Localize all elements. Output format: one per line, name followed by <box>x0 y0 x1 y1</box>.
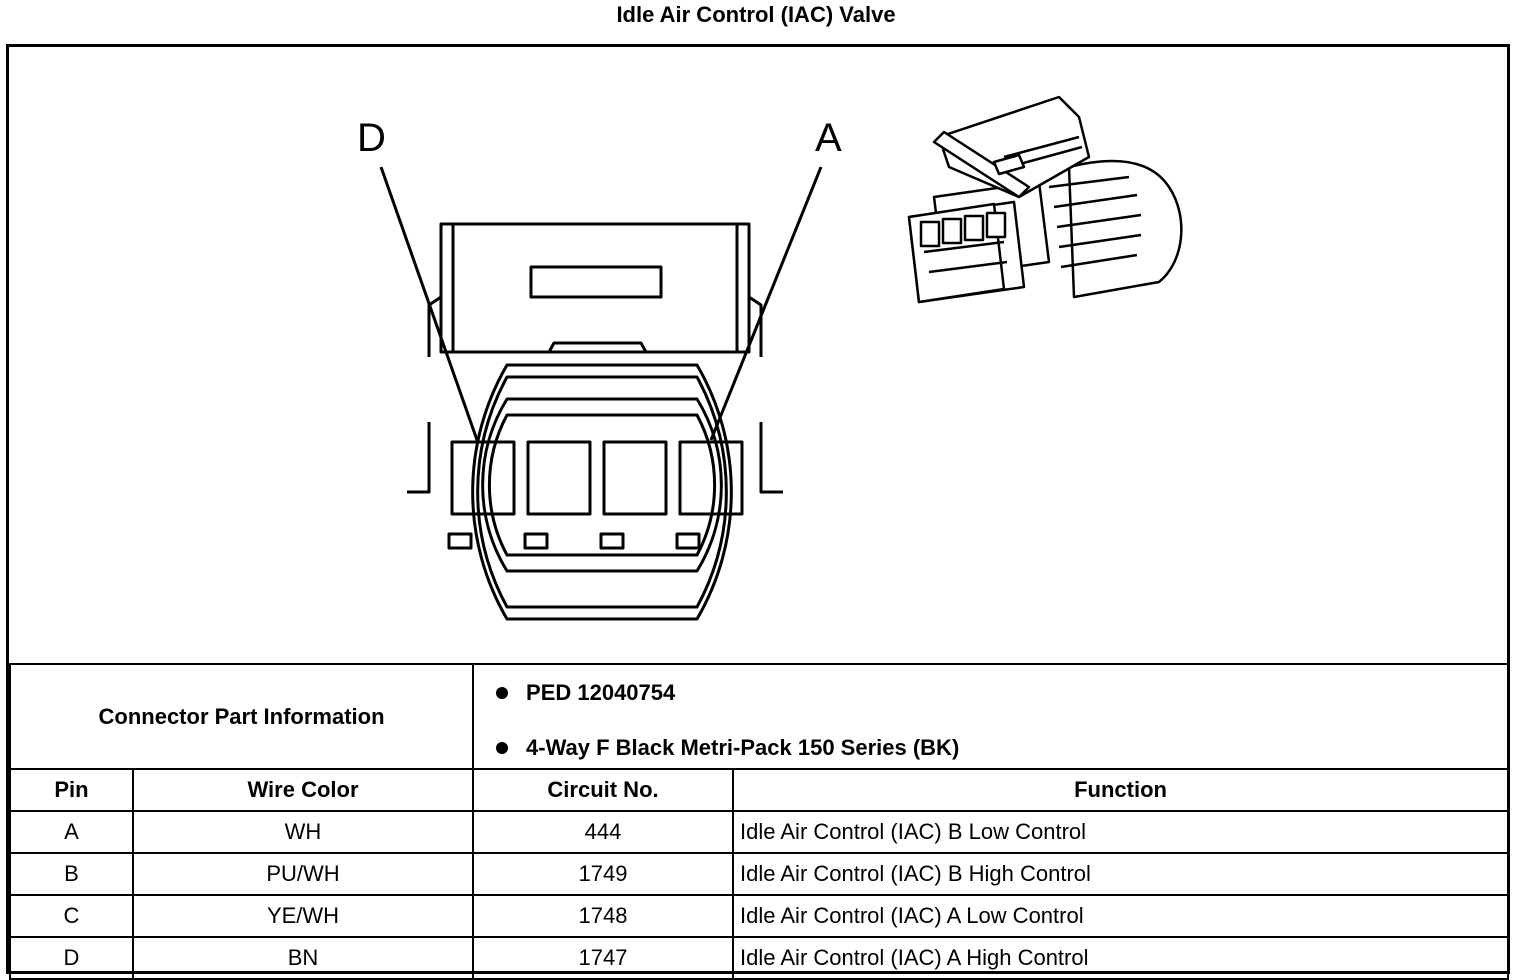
diagram-title: Idle Air Control (IAC) Valve <box>616 2 896 27</box>
cell-function: Idle Air Control (IAC) B Low Control <box>732 810 1510 854</box>
header-pin: Pin <box>9 768 134 812</box>
bullet-icon <box>496 687 509 699</box>
terminal-cavity-a <box>678 440 744 516</box>
terminal-cavity-d <box>450 440 516 516</box>
table-header-row: Pin Wire Color Circuit No. Function <box>9 768 1510 812</box>
connector-outer-shell <box>471 363 733 621</box>
connector-info-item: 4-Way F Black Metri-Pack 150 Series (BK) <box>496 728 1507 768</box>
cell-function: Idle Air Control (IAC) A High Control <box>732 936 1510 980</box>
terminal-cavity-b <box>602 440 668 516</box>
cell-circuit-no: 1747 <box>472 936 735 980</box>
connector-face-view: D A <box>357 95 1183 621</box>
table-row: D BN 1747 Idle Air Control (IAC) A High … <box>9 936 1510 980</box>
cell-pin: B <box>9 852 134 896</box>
header-function: Function <box>732 768 1510 812</box>
cell-circuit-no: 1748 <box>472 894 735 938</box>
connector-info-item: PED 12040754 <box>496 673 1507 713</box>
terminal-cavity-c <box>526 440 592 516</box>
connector-info-row: Connector Part Information PED 12040754 … <box>8 663 1510 770</box>
pin-label-a: A <box>815 116 842 160</box>
pin-label-d: D <box>357 116 386 160</box>
cell-circuit-no: 1749 <box>472 852 735 896</box>
connector-drawing: D A <box>9 47 1507 663</box>
cell-pin: A <box>9 810 134 854</box>
cell-function: Idle Air Control (IAC) A Low Control <box>732 894 1510 938</box>
connector-frame: D A Connector Part Information PED 12040… <box>6 44 1510 980</box>
cell-circuit-no: 444 <box>472 810 735 854</box>
connector-lock-window <box>529 265 663 299</box>
connector-info-items: PED 12040754 4-Way F Black Metri-Pack 15… <box>472 663 1510 770</box>
cell-wire-color: WH <box>131 810 475 854</box>
table-row: C YE/WH 1748 Idle Air Control (IAC) A Lo… <box>9 894 1510 938</box>
connector-info-label: Connector Part Information <box>8 663 475 770</box>
cell-pin: C <box>9 894 134 938</box>
table-row: B PU/WH 1749 Idle Air Control (IAC) B Hi… <box>9 852 1510 896</box>
bullet-icon <box>496 742 509 754</box>
connector-description: 4-Way F Black Metri-Pack 150 Series (BK) <box>526 735 960 760</box>
table-row: A WH 444 Idle Air Control (IAC) B Low Co… <box>9 810 1510 854</box>
cell-wire-color: BN <box>131 936 475 980</box>
cell-pin: D <box>9 936 134 980</box>
cell-wire-color: PU/WH <box>131 852 475 896</box>
header-circuit-no: Circuit No. <box>472 768 735 812</box>
cell-function: Idle Air Control (IAC) B High Control <box>732 852 1510 896</box>
connector-part-number: PED 12040754 <box>526 680 676 705</box>
header-wire-color: Wire Color <box>131 768 475 812</box>
connector-table: Connector Part Information PED 12040754 … <box>8 663 1510 980</box>
connector-lock-housing <box>439 222 751 354</box>
connector-3d-view <box>907 95 1183 304</box>
cell-wire-color: YE/WH <box>131 894 475 938</box>
